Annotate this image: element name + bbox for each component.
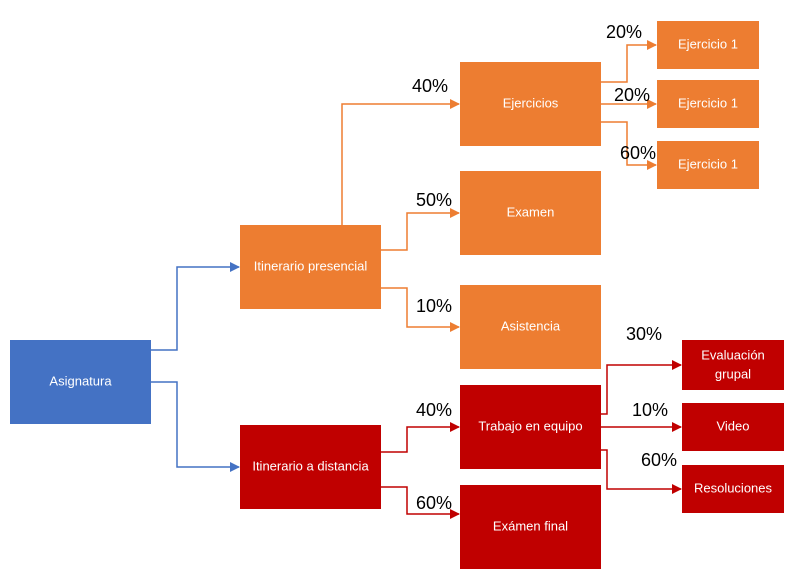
node-itinerario-distancia: Itinerario a distancia — [240, 425, 381, 509]
node-examen-final-label: Exámen final — [493, 518, 568, 533]
node-examen-label: Examen — [507, 204, 555, 219]
node-video-label: Video — [716, 418, 749, 433]
connector-presencial-ejercicios — [341, 99, 460, 225]
weight-label-evaluacion: 30% — [626, 324, 662, 344]
node-itinerario-distancia-label: Itinerario a distancia — [252, 458, 369, 473]
weight-label-examen: 50% — [416, 190, 452, 210]
node-ejercicio-a-label: Ejercicio 1 — [678, 36, 738, 51]
connector-distancia-trabajo — [381, 422, 460, 453]
node-itinerario-presencial-label: Itinerario presencial — [254, 258, 368, 273]
weight-label-examen-final: 60% — [416, 493, 452, 513]
connector-ejercicios-ejercicio-a — [601, 40, 657, 83]
weight-label-ejercicio-c: 60% — [620, 143, 656, 163]
connector-ejercicios-ejercicio-c — [601, 121, 657, 170]
weight-label-video: 10% — [632, 400, 668, 420]
node-evaluacion-grupal-label-line2: grupal — [715, 366, 751, 381]
node-asignatura: Asignatura — [10, 340, 151, 424]
node-resoluciones: Resoluciones — [682, 465, 784, 513]
weight-label-ejercicios: 40% — [412, 76, 448, 96]
node-ejercicio-b: Ejercicio 1 — [657, 80, 759, 128]
node-video: Video — [682, 403, 784, 451]
weight-label-ejercicio-a: 20% — [606, 22, 642, 42]
connector-distancia-examen-final — [381, 486, 460, 519]
node-evaluacion-grupal: Evaluación grupal — [682, 340, 784, 390]
node-asignatura-label: Asignatura — [49, 373, 112, 388]
connector-presencial-asistencia — [381, 287, 460, 332]
connector-presencial-examen — [381, 208, 460, 251]
weight-label-trabajo: 40% — [416, 400, 452, 420]
connector-asignatura-presencial — [151, 262, 240, 351]
node-ejercicio-c-label: Ejercicio 1 — [678, 156, 738, 171]
node-trabajo-en-equipo-label: Trabajo en equipo — [478, 418, 582, 433]
weight-label-ejercicio-b: 20% — [614, 85, 650, 105]
node-itinerario-presencial: Itinerario presencial — [240, 225, 381, 309]
node-examen: Examen — [460, 171, 601, 255]
weight-label-asistencia: 10% — [416, 296, 452, 316]
node-ejercicio-b-label: Ejercicio 1 — [678, 95, 738, 110]
node-resoluciones-label: Resoluciones — [694, 480, 773, 495]
node-trabajo-en-equipo: Trabajo en equipo — [460, 385, 601, 469]
weight-label-resoluciones: 60% — [641, 450, 677, 470]
node-ejercicios-label: Ejercicios — [503, 95, 559, 110]
node-ejercicio-c: Ejercicio 1 — [657, 141, 759, 189]
node-ejercicio-a: Ejercicio 1 — [657, 21, 759, 69]
node-evaluacion-grupal-label-line1: Evaluación — [701, 347, 765, 362]
node-examen-final: Exámen final — [460, 485, 601, 569]
connector-asignatura-distancia — [151, 381, 240, 472]
node-asistencia-label: Asistencia — [501, 318, 561, 333]
connector-trabajo-resoluciones — [601, 449, 682, 494]
connector-trabajo-evaluacion — [601, 360, 682, 415]
node-ejercicios: Ejercicios — [460, 62, 601, 146]
node-asistencia: Asistencia — [460, 285, 601, 369]
